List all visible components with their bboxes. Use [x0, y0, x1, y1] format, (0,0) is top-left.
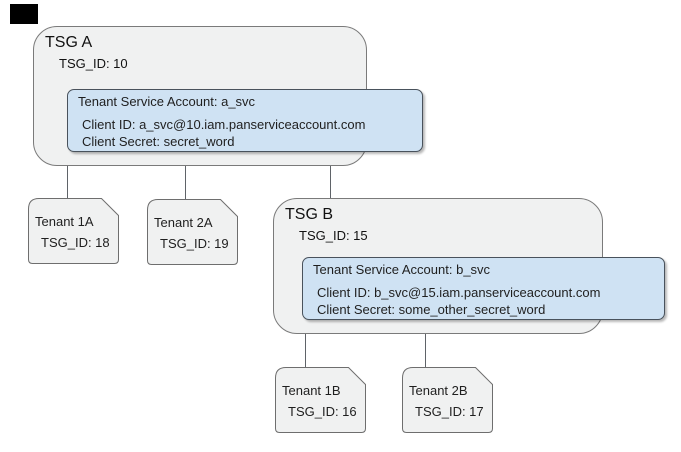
- connector-tsgb-tenant2b: [425, 334, 426, 367]
- tenant-card-shape: [147, 199, 238, 265]
- tenant-1b-node: Tenant 1B TSG_ID: 16: [275, 367, 366, 433]
- tsg-a-title: TSG A: [45, 34, 93, 51]
- tsg-a-id-label: TSG_ID: 10: [59, 56, 128, 71]
- tsg-b-client-secret: Client Secret: some_other_secret_word: [317, 302, 546, 317]
- tsg-b-client-id: Client ID: b_svc@15.iam.panserviceaccoun…: [317, 285, 601, 300]
- tenant-2b-node: Tenant 2B TSG_ID: 17: [402, 367, 493, 433]
- tsg-a-client-secret: Client Secret: secret_word: [82, 134, 235, 149]
- tenant-2a-node: Tenant 2A TSG_ID: 19: [147, 199, 238, 265]
- tenant-2b-id-label: TSG_ID: 17: [415, 404, 484, 419]
- tenant-2a-id-label: TSG_ID: 19: [160, 236, 229, 251]
- tsg-a-service-account-callout: Tenant Service Account: a_svc Client ID:…: [67, 89, 423, 152]
- tsg-a-service-account-title: Tenant Service Account: a_svc: [78, 94, 256, 109]
- tsg-a-client-id: Client ID: a_svc@10.iam.panserviceaccoun…: [82, 117, 366, 132]
- tenant-card-shape: [402, 367, 493, 433]
- tsg-b-title: TSG B: [285, 206, 334, 223]
- connector-tsga-tenant1a: [67, 166, 68, 198]
- tenant-card-shape: [28, 198, 119, 264]
- tenant-1a-node: Tenant 1A TSG_ID: 18: [28, 198, 119, 264]
- connector-tsgb-tenant1b: [305, 334, 306, 367]
- tsg-b-service-account-title: Tenant Service Account: b_svc: [313, 262, 491, 277]
- tenant-1a-name: Tenant 1A: [35, 214, 94, 229]
- tsg-b-service-account-callout: Tenant Service Account: b_svc Client ID:…: [302, 257, 665, 320]
- tenant-1a-id-label: TSG_ID: 18: [41, 235, 110, 250]
- tenant-1b-name: Tenant 1B: [282, 383, 341, 398]
- tenant-2b-name: Tenant 2B: [409, 383, 468, 398]
- tenant-2a-name: Tenant 2A: [154, 215, 213, 230]
- connector-tsga-tsgb: [330, 166, 331, 198]
- tenant-1b-id-label: TSG_ID: 16: [288, 404, 357, 419]
- connector-tsga-tenant2a: [185, 166, 186, 199]
- black-rectangle: [10, 4, 38, 24]
- tenant-card-shape: [275, 367, 366, 433]
- tsg-b-id-label: TSG_ID: 15: [299, 228, 368, 243]
